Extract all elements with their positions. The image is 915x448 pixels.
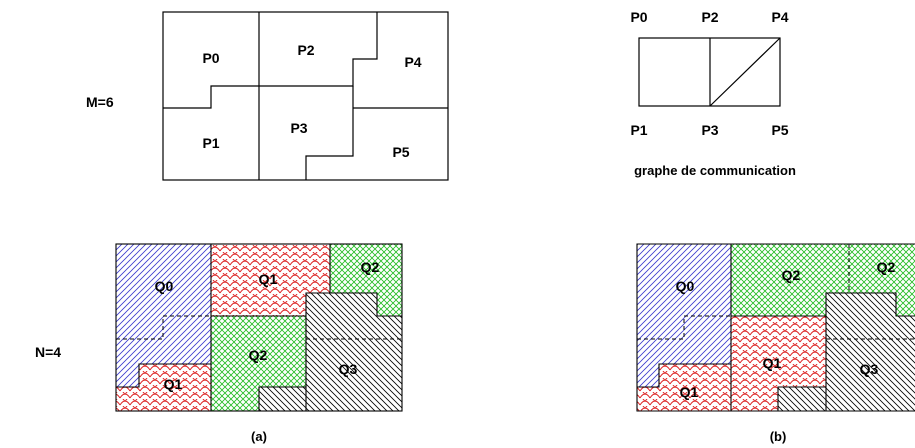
region-b-q1-mid (731, 316, 826, 411)
communication-graph (638, 37, 781, 107)
region-a-q2-bottom (211, 316, 306, 411)
partition-label-p0: P0 (202, 50, 219, 66)
region-label-a-q2-bottom: Q2 (249, 347, 268, 363)
graph-caption: graphe de communication (634, 163, 796, 178)
partition-label-p3: P3 (290, 120, 307, 136)
partition-label-p1: P1 (202, 135, 219, 151)
partition-label-p4: P4 (404, 54, 421, 70)
partition-m6-diagram (162, 11, 449, 181)
graph-node-p1: P1 (630, 122, 647, 138)
region-a-q1-bottom (116, 364, 211, 411)
region-label-b-q3: Q3 (860, 361, 879, 377)
region-label-a-q1-bottom: Q1 (164, 376, 183, 392)
caption-b: (b) (770, 429, 787, 444)
region-label-a-q1: Q1 (259, 271, 278, 287)
region-label-b-q0: Q0 (676, 278, 695, 294)
region-label-b-q2: Q2 (782, 267, 801, 283)
region-b-q3 (778, 293, 915, 411)
partition-label-p5: P5 (392, 144, 409, 160)
region-a-q2-top (330, 244, 402, 316)
region-b-q2-right (849, 244, 915, 316)
region-label-a-q0: Q0 (155, 278, 174, 294)
partition-label-p2: P2 (297, 42, 314, 58)
diagram-a: Q0 Q1 Q2 Q1 Q2 Q3 (115, 243, 403, 412)
region-label-b-q1-mid: Q1 (763, 355, 782, 371)
graph-node-p3: P3 (701, 122, 718, 138)
graph-node-p0: P0 (630, 9, 647, 25)
region-a-q3 (259, 293, 402, 411)
region-b-q1-bottom (637, 364, 731, 411)
region-label-a-q3: Q3 (339, 361, 358, 377)
graph-node-p5: P5 (771, 122, 788, 138)
region-a-q1-top (211, 244, 330, 316)
graph-node-p2: P2 (701, 9, 718, 25)
graph-node-p4: P4 (771, 9, 788, 25)
caption-a: (a) (251, 429, 267, 444)
diagram-b: Q0 Q2 Q2 Q1 Q1 Q3 (636, 243, 915, 412)
m-label: M=6 (86, 94, 114, 110)
n-label: N=4 (35, 344, 61, 360)
region-label-a-q2: Q2 (361, 259, 380, 275)
region-label-b-q1-bottom: Q1 (680, 384, 699, 400)
region-b-q2-left (731, 244, 849, 316)
region-label-b-q2-right: Q2 (877, 259, 896, 275)
